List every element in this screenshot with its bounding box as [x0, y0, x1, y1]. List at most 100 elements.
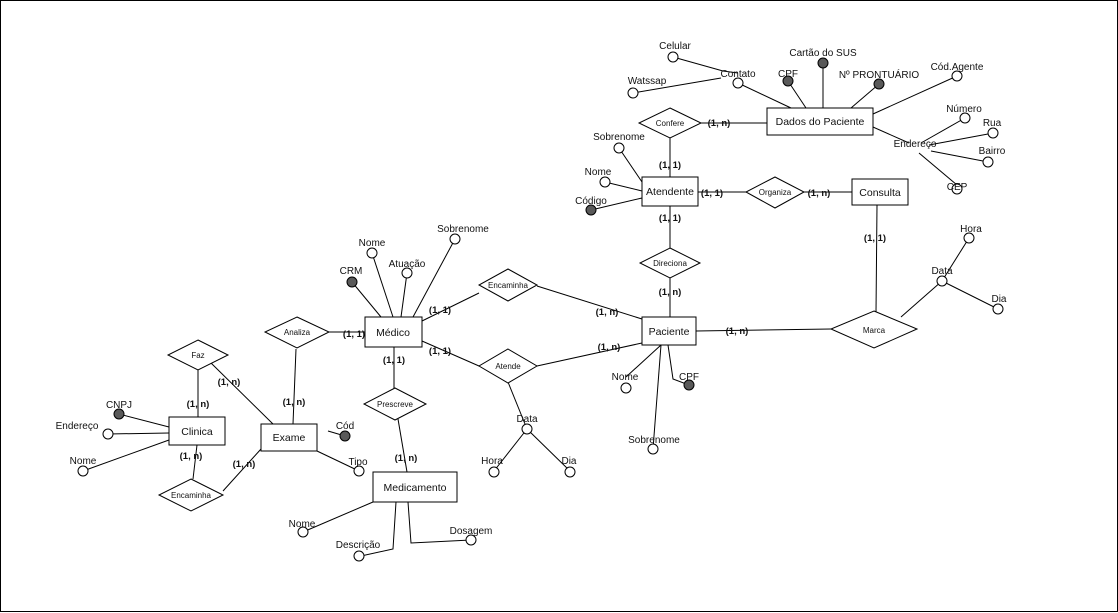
entity-medico: Médico: [364, 316, 423, 348]
svg-text:Sobrenome: Sobrenome: [593, 132, 645, 143]
attribute-cpf-dados: CPF: [778, 69, 798, 87]
svg-text:Encaminha: Encaminha: [488, 281, 529, 290]
svg-text:Organiza: Organiza: [759, 188, 792, 197]
cardinality-encaminha-medico: (1, 1): [429, 305, 451, 316]
attribute-sobrenome-medico: Sobrenome: [437, 224, 489, 245]
svg-text:Dados do Paciente: Dados do Paciente: [776, 116, 865, 128]
attribute-prontuario: Nº PRONTUÁRIO: [839, 68, 919, 90]
cardinality-direciona-paciente: (1, n): [659, 287, 682, 298]
svg-text:Sobrenome: Sobrenome: [628, 435, 680, 446]
svg-text:Data: Data: [931, 266, 953, 277]
attribute-celular: Celular: [659, 41, 692, 63]
relationship-encaminha-clinica: Encaminha: [157, 478, 225, 512]
svg-text:Watssap: Watssap: [628, 76, 667, 87]
svg-text:Confere: Confere: [656, 119, 685, 128]
attribute-watssap: Watssap: [627, 76, 667, 99]
relationship-organiza: Organiza: [744, 176, 806, 209]
svg-text:CRM: CRM: [340, 266, 363, 277]
svg-text:Hora: Hora: [960, 224, 982, 235]
cardinality-direciona-atendente: (1, 1): [659, 213, 681, 224]
svg-text:Dia: Dia: [561, 456, 576, 467]
svg-text:Contato: Contato: [720, 69, 755, 80]
attribute-contato: Contato: [720, 69, 756, 89]
svg-text:Sobrenome: Sobrenome: [437, 224, 489, 235]
svg-text:Dia: Dia: [991, 294, 1006, 305]
cardinality-faz-exame: (1, n): [218, 377, 241, 388]
svg-text:Atuação: Atuação: [389, 259, 426, 270]
svg-text:Número: Número: [946, 104, 982, 115]
svg-text:Exame: Exame: [273, 432, 306, 444]
svg-text:CEP: CEP: [947, 182, 968, 193]
relationship-analiza: Analiza: [263, 316, 331, 349]
attribute-nome-medico: Nome: [359, 238, 386, 259]
svg-text:Cód.Agente: Cód.Agente: [931, 62, 984, 73]
svg-text:Nome: Nome: [612, 372, 639, 383]
svg-text:Prescreve: Prescreve: [377, 400, 414, 409]
attribute-data-marca: Data: [931, 266, 953, 287]
svg-text:CPF: CPF: [778, 69, 798, 80]
attribute-hora-marca: Hora: [960, 224, 982, 244]
svg-text:Médico: Médico: [376, 327, 410, 339]
attribute-crm: CRM: [340, 266, 363, 288]
cardinality-encaminha-exame: (1, n): [233, 459, 256, 470]
attribute-nome-medicamento: Nome: [289, 519, 316, 538]
relationship-confere: Confere: [637, 107, 703, 139]
attribute-sobrenome-paciente: Sobrenome: [628, 435, 680, 455]
attribute-dia-marca: Dia: [991, 294, 1007, 315]
attribute-dosagem: Dosagem: [450, 526, 493, 546]
cardinalities: (1, n) (1, 1) (1, 1) (1, n) (1, 1) (1, n…: [180, 118, 886, 470]
attribute-cep: CEP: [947, 182, 968, 195]
svg-text:Atendente: Atendente: [646, 186, 694, 198]
connector-lines: [82, 56, 999, 557]
svg-text:Clinica: Clinica: [181, 426, 213, 438]
svg-text:Consulta: Consulta: [859, 187, 901, 199]
cardinality-prescreve-medico: (1, 1): [383, 355, 405, 366]
svg-text:Data: Data: [516, 414, 538, 425]
svg-text:Dosagem: Dosagem: [450, 526, 493, 537]
cardinality-marca-consulta: (1, 1): [864, 233, 886, 244]
attribute-hora-atende: Hora: [481, 456, 503, 478]
svg-text:Cartão do SUS: Cartão do SUS: [789, 48, 857, 59]
attribute-endereco-clinica: Endereço: [56, 421, 114, 440]
attribute-data-atende: Data: [516, 414, 538, 435]
svg-text:Direciona: Direciona: [653, 259, 687, 268]
svg-text:Encaminha: Encaminha: [171, 491, 212, 500]
attribute-cpf-paciente: CPF: [679, 372, 699, 391]
relationship-prescreve: Prescreve: [362, 387, 428, 421]
svg-text:Cód: Cód: [336, 421, 354, 432]
svg-text:Código: Código: [575, 196, 607, 207]
svg-text:Nome: Nome: [289, 519, 316, 530]
relationship-atende: Atende: [478, 348, 538, 384]
entity-exame: Exame: [260, 423, 318, 452]
cardinality-organiza-consulta: (1, n): [808, 188, 831, 199]
attribute-atuacao: Atuação: [389, 259, 426, 279]
attribute-dia-atende: Dia: [561, 456, 577, 478]
attribute-nome-paciente: Nome: [612, 372, 639, 394]
svg-text:CNPJ: CNPJ: [106, 400, 132, 411]
svg-text:Bairro: Bairro: [979, 146, 1006, 157]
attribute-tipo-exame: Tipo: [348, 457, 368, 477]
cardinality-analiza-medico: (1, 1): [343, 329, 365, 340]
cardinality-confere-dados: (1, n): [708, 118, 731, 129]
attribute-cartao-sus: Cartão do SUS: [789, 48, 857, 69]
attribute-descricao: Descrição: [336, 540, 381, 562]
entity-paciente: Paciente: [641, 316, 697, 346]
relationship-marca: Marca: [829, 310, 919, 349]
svg-text:Faz: Faz: [191, 351, 204, 360]
attribute-nome-clinica: Nome: [70, 456, 97, 477]
attribute-cod-agente: Cód.Agente: [931, 62, 984, 82]
relationship-faz: Faz: [166, 339, 230, 371]
entity-atendente: Atendente: [641, 176, 699, 207]
attribute-nome-atendente: Nome: [585, 167, 612, 188]
svg-text:Medicamento: Medicamento: [383, 482, 446, 494]
attribute-numero: Número: [946, 104, 982, 124]
entity-medicamento: Medicamento: [372, 471, 458, 503]
svg-text:Rua: Rua: [983, 118, 1002, 129]
svg-text:Marca: Marca: [863, 326, 886, 335]
svg-text:Nome: Nome: [359, 238, 386, 249]
svg-text:Analiza: Analiza: [284, 328, 311, 337]
cardinality-organiza-atendente: (1, 1): [701, 188, 723, 199]
cardinality-encaminha-paciente: (1, n): [596, 307, 619, 318]
